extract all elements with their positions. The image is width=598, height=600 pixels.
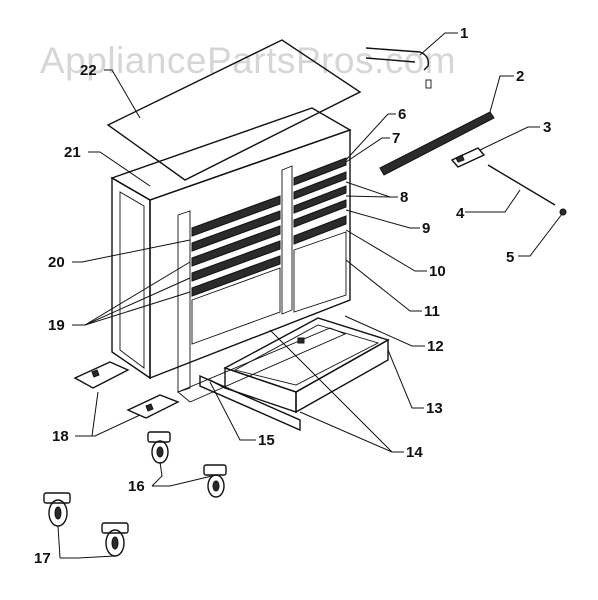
part-right-drawers: [293, 157, 347, 313]
callout-12: 12: [427, 338, 444, 355]
callout-15: 15: [258, 432, 275, 449]
part-lock-rod: [487, 164, 556, 206]
callout-6: 6: [398, 106, 406, 123]
callout-8: 8: [400, 189, 408, 206]
part-casters-17: [43, 492, 129, 557]
part-mounting-brackets: [73, 361, 180, 419]
callout-19: 19: [48, 317, 65, 334]
callout-11: 11: [424, 303, 440, 320]
part-lock-cylinder: [450, 147, 486, 168]
callout-5: 5: [506, 249, 514, 266]
callout-20: 20: [48, 254, 65, 271]
callout-10: 10: [429, 263, 446, 280]
leader-lines: [57, 32, 563, 559]
callout-1: 1: [460, 25, 468, 42]
part-cabinet-body: [111, 129, 351, 403]
callout-2: 2: [516, 68, 524, 85]
callout-16: 16: [128, 478, 145, 495]
callout-3: 3: [543, 119, 551, 136]
part-bottom-drawer: [199, 317, 390, 432]
part-cabinet-top: [110, 107, 352, 208]
part-rivet: [559, 208, 567, 216]
callout-labels: 1 2 3 4 5 6 7 8 9 10 11 12 13 14 15 16 1…: [34, 25, 551, 567]
callout-17: 17: [34, 550, 51, 567]
part-casters-16: [147, 431, 227, 498]
part-top-mat: [106, 39, 362, 181]
watermark-text: AppliancePartsPros.com: [40, 40, 457, 81]
callout-14: 14: [406, 444, 423, 461]
callout-22: 22: [80, 62, 97, 79]
callout-18: 18: [52, 428, 69, 445]
part-slide-rail: [379, 111, 495, 176]
callout-4: 4: [456, 205, 465, 222]
part-left-drawers: [191, 195, 281, 345]
part-handle: [365, 47, 432, 89]
callout-9: 9: [422, 220, 430, 237]
callout-7: 7: [392, 130, 400, 147]
callout-21: 21: [64, 144, 81, 161]
callout-13: 13: [426, 400, 443, 417]
